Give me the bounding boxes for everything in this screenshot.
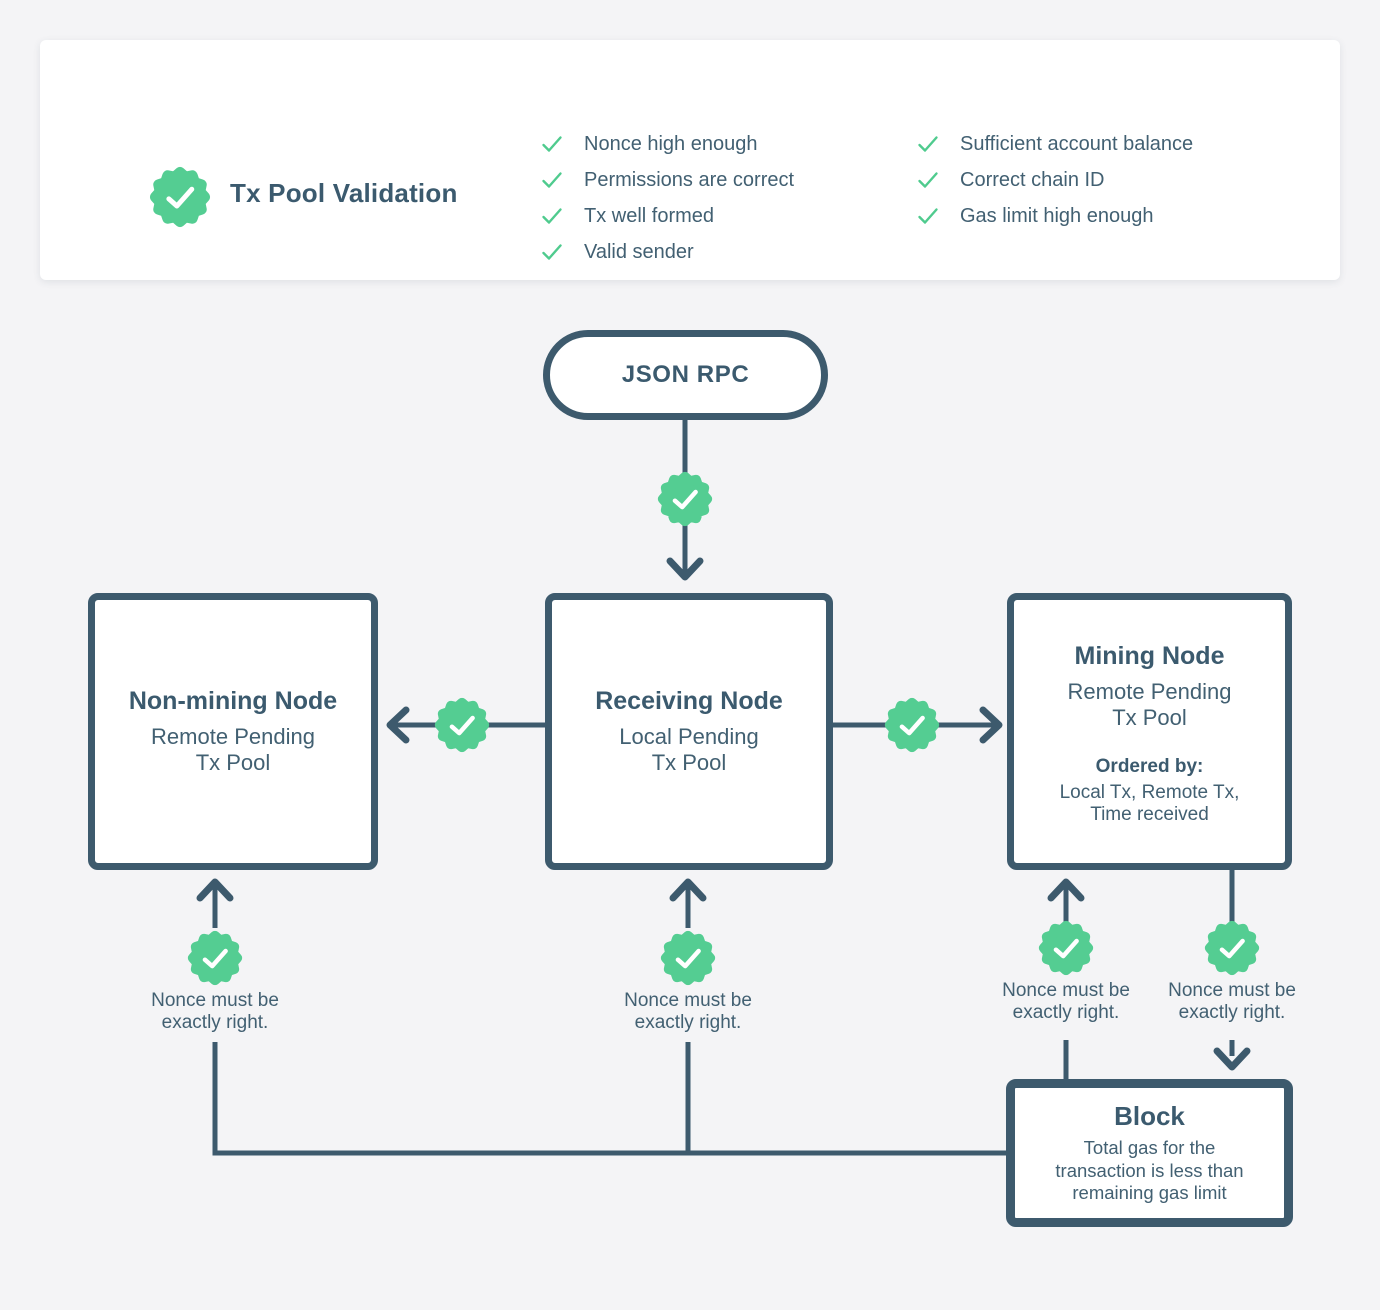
check-icon	[916, 132, 940, 156]
mining-node-subtitle: Remote Pending Tx Pool	[1067, 679, 1232, 731]
non-mining-node-subtitle: Remote Pending Tx Pool	[151, 723, 315, 775]
checklist-item: Valid sender	[540, 234, 794, 270]
check-icon	[540, 168, 564, 192]
validation-checklist-right: Sufficient account balance Correct chain…	[916, 126, 1193, 234]
ordered-by-value: Local Tx, Remote Tx, Time received	[1059, 781, 1240, 826]
seal-check-badge	[187, 930, 243, 986]
seal-check-badge	[657, 471, 713, 527]
mining-node-title: Mining Node	[1074, 642, 1225, 670]
block-title: Block	[1114, 1101, 1185, 1132]
seal-check-badge	[884, 697, 940, 753]
seal-check-badge	[1038, 920, 1094, 976]
validation-checklist-left: Nonce high enough Permissions are correc…	[540, 126, 794, 270]
block-box: Block Total gas for the transaction is l…	[1006, 1079, 1293, 1227]
checklist-item: Correct chain ID	[916, 162, 1193, 198]
checklist-item: Sufficient account balance	[916, 126, 1193, 162]
tx-pool-validation-card: Tx Pool Validation Nonce high enough Per…	[40, 40, 1340, 280]
check-icon	[540, 240, 564, 264]
seal-check-badge	[1204, 920, 1260, 976]
ordered-by-label: Ordered by:	[1095, 755, 1204, 777]
nonce-note: Nonce must be exactly right.	[1002, 980, 1130, 1024]
non-mining-node-box: Non-mining Node Remote Pending Tx Pool	[88, 593, 378, 870]
check-icon	[540, 132, 564, 156]
checklist-item-label: Tx well formed	[584, 204, 715, 227]
json-rpc-label: JSON RPC	[621, 361, 750, 388]
seal-check-badge	[660, 930, 716, 986]
check-icon	[540, 204, 564, 228]
mining-node-box: Mining Node Remote Pending Tx Pool Order…	[1007, 593, 1292, 870]
json-rpc-node: JSON RPC	[543, 330, 828, 420]
checklist-item: Nonce high enough	[540, 126, 794, 162]
card-title: Tx Pool Validation	[230, 178, 458, 208]
seal-check-badge	[434, 697, 490, 753]
checklist-item: Tx well formed	[540, 198, 794, 234]
seal-check-icon	[149, 166, 211, 228]
nonce-note: Nonce must be exactly right.	[624, 990, 752, 1034]
non-mining-node-title: Non-mining Node	[128, 686, 338, 715]
checklist-item-label: Permissions are correct	[584, 168, 795, 191]
receiving-node-title: Receiving Node	[595, 686, 783, 715]
checklist-item-label: Sufficient account balance	[960, 132, 1194, 155]
checklist-item-label: Correct chain ID	[960, 168, 1105, 191]
receiving-node-subtitle: Local Pending Tx Pool	[619, 723, 759, 775]
check-icon	[916, 168, 940, 192]
receiving-node-box: Receiving Node Local Pending Tx Pool	[545, 593, 833, 870]
nonce-note: Nonce must be exactly right.	[151, 990, 279, 1034]
block-body: Total gas for the transaction is less th…	[1055, 1137, 1244, 1204]
nonce-note: Nonce must be exactly right.	[1168, 980, 1296, 1024]
checklist-item-label: Valid sender	[584, 240, 694, 263]
checklist-item-label: Gas limit high enough	[960, 204, 1154, 227]
checklist-item-label: Nonce high enough	[584, 132, 758, 155]
checklist-item: Permissions are correct	[540, 162, 794, 198]
checklist-item: Gas limit high enough	[916, 198, 1193, 234]
check-icon	[916, 204, 940, 228]
